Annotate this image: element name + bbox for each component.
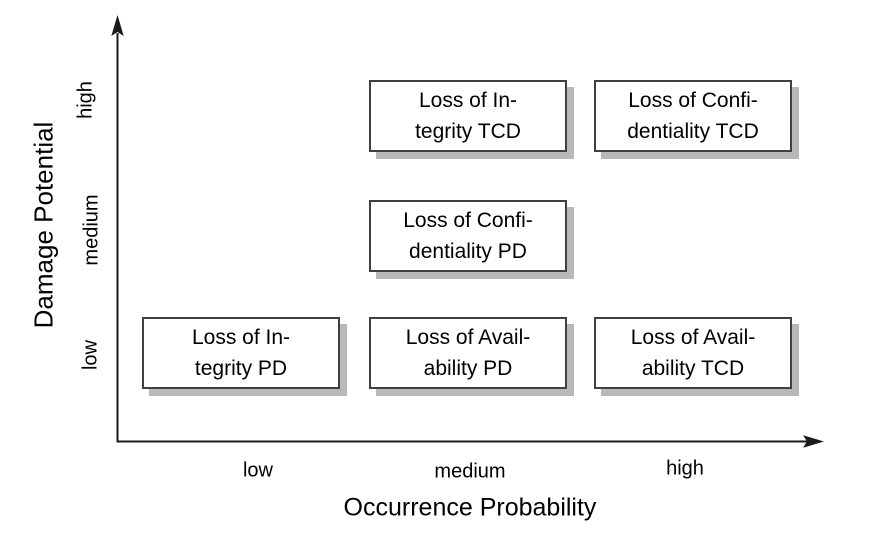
x-tick-low: low [242,459,274,482]
y-tick-medium: medium [80,194,103,266]
box-loss-of-confidentiality-pd: Loss of Confi- dentiality PD [369,200,567,272]
box-loss-of-availability-tcd: Loss of Avail- ability TCD [594,317,792,389]
box-loss-of-availability-pd: Loss of Avail- ability PD [369,317,567,389]
box-loss-of-integrity-pd: Loss of In- tegrity PD [142,317,340,389]
box-loss-of-integrity-tcd: Loss of In- tegrity TCD [369,80,567,152]
x-tick-high: high [666,457,704,480]
y-tick-high: high [74,81,97,119]
box-loss-of-confidentiality-tcd: Loss of Confi- dentiality TCD [594,80,792,152]
x-tick-medium: medium [434,460,506,483]
x-axis-title: Occurrence Probability [343,493,597,522]
y-tick-low: low [79,339,102,371]
y-axis-title: Damage Potential [28,121,59,329]
x-axis-arrowhead-icon [803,435,824,448]
y-axis-arrowhead-icon [111,15,124,36]
